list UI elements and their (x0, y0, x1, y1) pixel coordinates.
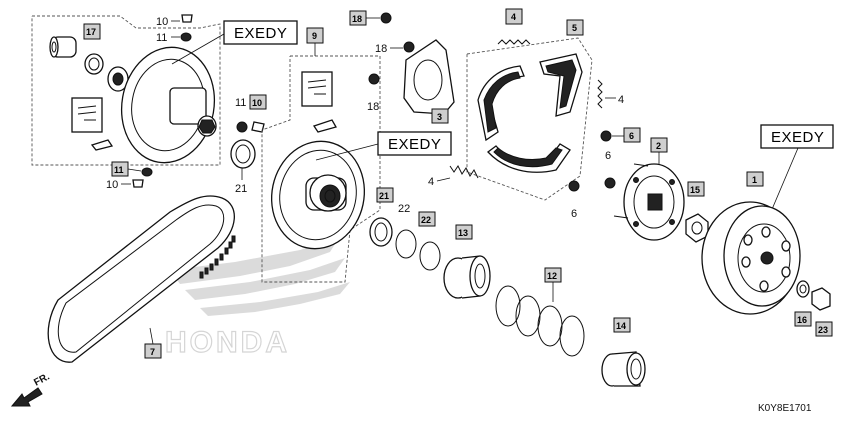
nut-11-top (180, 32, 192, 42)
svg-text:10: 10 (252, 98, 262, 108)
callout-13: 13 (455, 224, 473, 240)
label-6-b: 6 (571, 208, 577, 220)
svg-text:18: 18 (352, 14, 362, 24)
svg-text:13: 13 (458, 228, 468, 238)
callout-10: 10 (249, 94, 267, 110)
svg-text:1: 1 (752, 175, 757, 185)
callout-9: 9 (306, 27, 324, 56)
svg-text:9: 9 (312, 31, 317, 41)
callout-15: 15 (687, 181, 705, 197)
seal-21-mid (369, 217, 393, 247)
spring-12 (495, 285, 585, 357)
o-ring-22-a (395, 229, 417, 259)
callout-16: 16 (794, 311, 812, 327)
svg-text:6: 6 (629, 131, 634, 141)
callout-4-top: 4 (505, 8, 523, 25)
honda-wing-watermark: HONDA (164, 236, 350, 360)
svg-text:16: 16 (797, 315, 807, 325)
callout-7: 7 (144, 327, 162, 359)
plate-3 (403, 39, 455, 115)
spring-4-top (497, 39, 531, 45)
label-21-left: 21 (235, 183, 247, 195)
svg-text:22: 22 (421, 215, 431, 225)
callout-12: 12 (544, 267, 562, 302)
callout-17: 17 (83, 23, 101, 40)
callout-21-mid: 21 (376, 187, 394, 203)
svg-text:14: 14 (616, 321, 626, 331)
diagram-code: K0Y8E1701 (758, 403, 812, 414)
svg-text:7: 7 (150, 347, 155, 357)
label-18-a: 18 (375, 43, 387, 55)
spring-4-right (597, 79, 603, 109)
bolt-10-top (181, 14, 193, 23)
collar-14 (601, 351, 646, 387)
drive-plate-2 (613, 163, 685, 241)
driven-face-disc (270, 140, 366, 250)
label-10-lower: 10 (106, 179, 118, 191)
callout-1: 1 (746, 171, 764, 187)
svg-text:3: 3 (437, 112, 442, 122)
clutch-shoe-group-outline (466, 37, 593, 201)
nut-18-a (403, 41, 415, 53)
svg-text:15: 15 (690, 185, 700, 195)
instruction-card-icon-mid (301, 71, 333, 107)
label-10-top: 10 (156, 16, 168, 28)
svg-text:11: 11 (114, 165, 124, 175)
bolt-10-lower (132, 179, 144, 188)
front-direction-arrow: FR. (10, 371, 52, 407)
nut-18-b (368, 73, 380, 85)
part-17-bearing (49, 36, 129, 92)
svg-text:2: 2 (656, 141, 661, 151)
svg-text:EXEDY: EXEDY (771, 129, 824, 146)
label-4-mid: 4 (428, 176, 434, 188)
svg-text:12: 12 (547, 271, 557, 281)
nut-6-b (568, 180, 580, 192)
callout-6: 6 (600, 127, 641, 143)
instruction-card-icon (71, 97, 103, 133)
drive-face-disc (120, 46, 217, 164)
slider-piece (90, 139, 114, 151)
callout-23: 23 (815, 321, 833, 337)
callout-2: 2 (650, 137, 668, 166)
label-18-b: 18 (367, 101, 379, 113)
svg-text:17: 17 (86, 27, 96, 37)
slider-piece-mid (312, 119, 337, 133)
label-11-top: 11 (156, 32, 167, 44)
drive-face-group-outline (31, 15, 221, 166)
callout-5: 5 (566, 19, 584, 36)
honda-watermark-text: HONDA (165, 326, 290, 359)
washer-16 (796, 280, 810, 298)
seal-21-left (230, 139, 256, 169)
svg-text:23: 23 (818, 325, 828, 335)
label-22: 22 (398, 203, 410, 215)
exedy-label-mid: EXEDY (315, 131, 452, 161)
callout-14: 14 (613, 317, 631, 333)
label-6-a: 6 (605, 150, 611, 162)
o-ring-22-b (419, 241, 441, 271)
clutch-shoes (477, 53, 583, 173)
callout-22: 22 (418, 211, 436, 227)
exedy-label-left: EXEDY (171, 20, 298, 65)
clutch-outer-1 (701, 201, 801, 315)
svg-text:4: 4 (511, 12, 516, 22)
drive-belt-7 (47, 195, 236, 363)
nut-23 (811, 287, 831, 311)
svg-text:EXEDY: EXEDY (388, 136, 441, 153)
callout-18-top: 18 (349, 10, 392, 26)
front-direction-label: FR. (32, 371, 52, 388)
callout-3: 3 (431, 108, 449, 124)
nut-6-a (604, 177, 616, 189)
label-11-mid: 11 (235, 97, 246, 109)
spring-4-mid (449, 165, 479, 179)
driven-face-group-outline (261, 55, 381, 283)
nut-11-mid (236, 121, 248, 133)
collar-13 (443, 255, 491, 299)
label-4-right: 4 (618, 94, 624, 106)
exedy-label-right: EXEDY (760, 124, 834, 215)
svg-text:EXEDY: EXEDY (234, 25, 287, 42)
svg-text:5: 5 (572, 23, 577, 33)
svg-text:21: 21 (379, 191, 389, 201)
callout-11: 11 (111, 161, 153, 177)
